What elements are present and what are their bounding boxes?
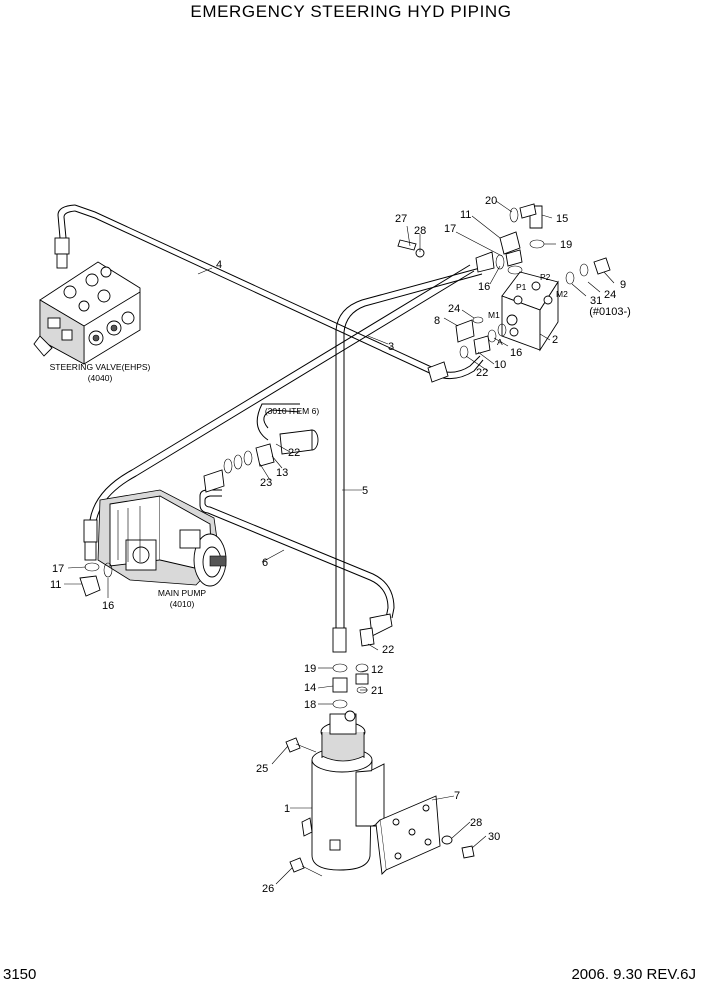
callout-16b: 16 [510,347,522,359]
steering-valve-ref: (4040) [88,373,113,383]
emergency-pump [301,710,385,871]
callout-22b: 22 [288,447,300,459]
main-pump [97,489,227,587]
callout-5: 5 [362,485,368,497]
revision-info: 2006. 9.30 REV.6J [571,966,696,983]
callout-24b: 24 [604,289,616,301]
main-pump-caption: MAIN PUMP [158,588,207,598]
callout-22a: 22 [476,367,488,379]
leader-lines [64,200,615,885]
callout-7: 7 [454,790,460,802]
steering-valve-caption: STEERING VALVE(EHPS) [50,362,151,372]
callout-12: 12 [371,664,383,676]
suction-pipe [203,403,319,493]
callout-30: 30 [488,831,500,843]
steering-valve [33,261,141,365]
emergency-pump-fittings [332,663,369,709]
callout-9: 9 [620,279,626,291]
callout-11a: 11 [460,209,471,221]
pump-side-fittings [79,562,113,597]
port-label-a: A [497,337,503,347]
callout-16c: 16 [102,600,114,612]
page-number: 3150 [3,966,37,983]
hardware [285,737,475,877]
item-ref-caption: (3010 ITEM 6) [265,406,319,416]
callout-6: 6 [262,557,268,569]
hose-6 [199,489,395,647]
callout-16a: 16 [478,281,490,293]
callout-22c: 22 [382,644,394,656]
callout-4: 4 [216,259,222,271]
serial-ref-caption: (#0103-) [589,306,631,318]
callout-15: 15 [556,213,568,225]
callout-24a: 24 [448,303,460,315]
callout-1: 1 [284,803,290,815]
callout-19b: 19 [304,663,316,675]
callout-14: 14 [304,682,316,694]
callout-21: 21 [371,685,383,697]
callout-26: 26 [262,883,274,895]
callout-8: 8 [434,315,440,327]
port-label-m2: M2 [556,289,568,299]
callout-28b: 28 [470,817,482,829]
callout-17a: 17 [444,223,456,235]
callout-13: 13 [276,467,288,479]
callout-27: 27 [395,213,407,225]
valve-block [501,271,559,352]
callout-18: 18 [304,699,316,711]
callout-17b: 17 [52,563,64,575]
callout-10: 10 [494,359,506,371]
port-label-m1: M1 [488,310,500,320]
callout-31: 31 [590,295,602,307]
port-label-p1: P1 [516,282,527,292]
bracket [375,795,441,875]
callouts: 4 3 5 6 2 1 7 27 28 11 17 20 15 19 9 16 … [50,195,626,895]
hose-3 [83,264,475,561]
callout-3: 3 [388,341,394,353]
callout-20: 20 [485,195,497,207]
main-pump-ref: (4010) [170,599,195,609]
callout-11b: 11 [50,579,61,591]
callout-25: 25 [256,763,268,775]
hose-5 [332,267,483,653]
page-title: EMERGENCY STEERING HYD PIPING [190,2,512,21]
port-label-p2: P2 [540,272,551,282]
callout-19a: 19 [560,239,572,251]
callout-23: 23 [260,477,272,489]
callout-28a: 28 [414,225,426,237]
callout-2: 2 [552,334,558,346]
